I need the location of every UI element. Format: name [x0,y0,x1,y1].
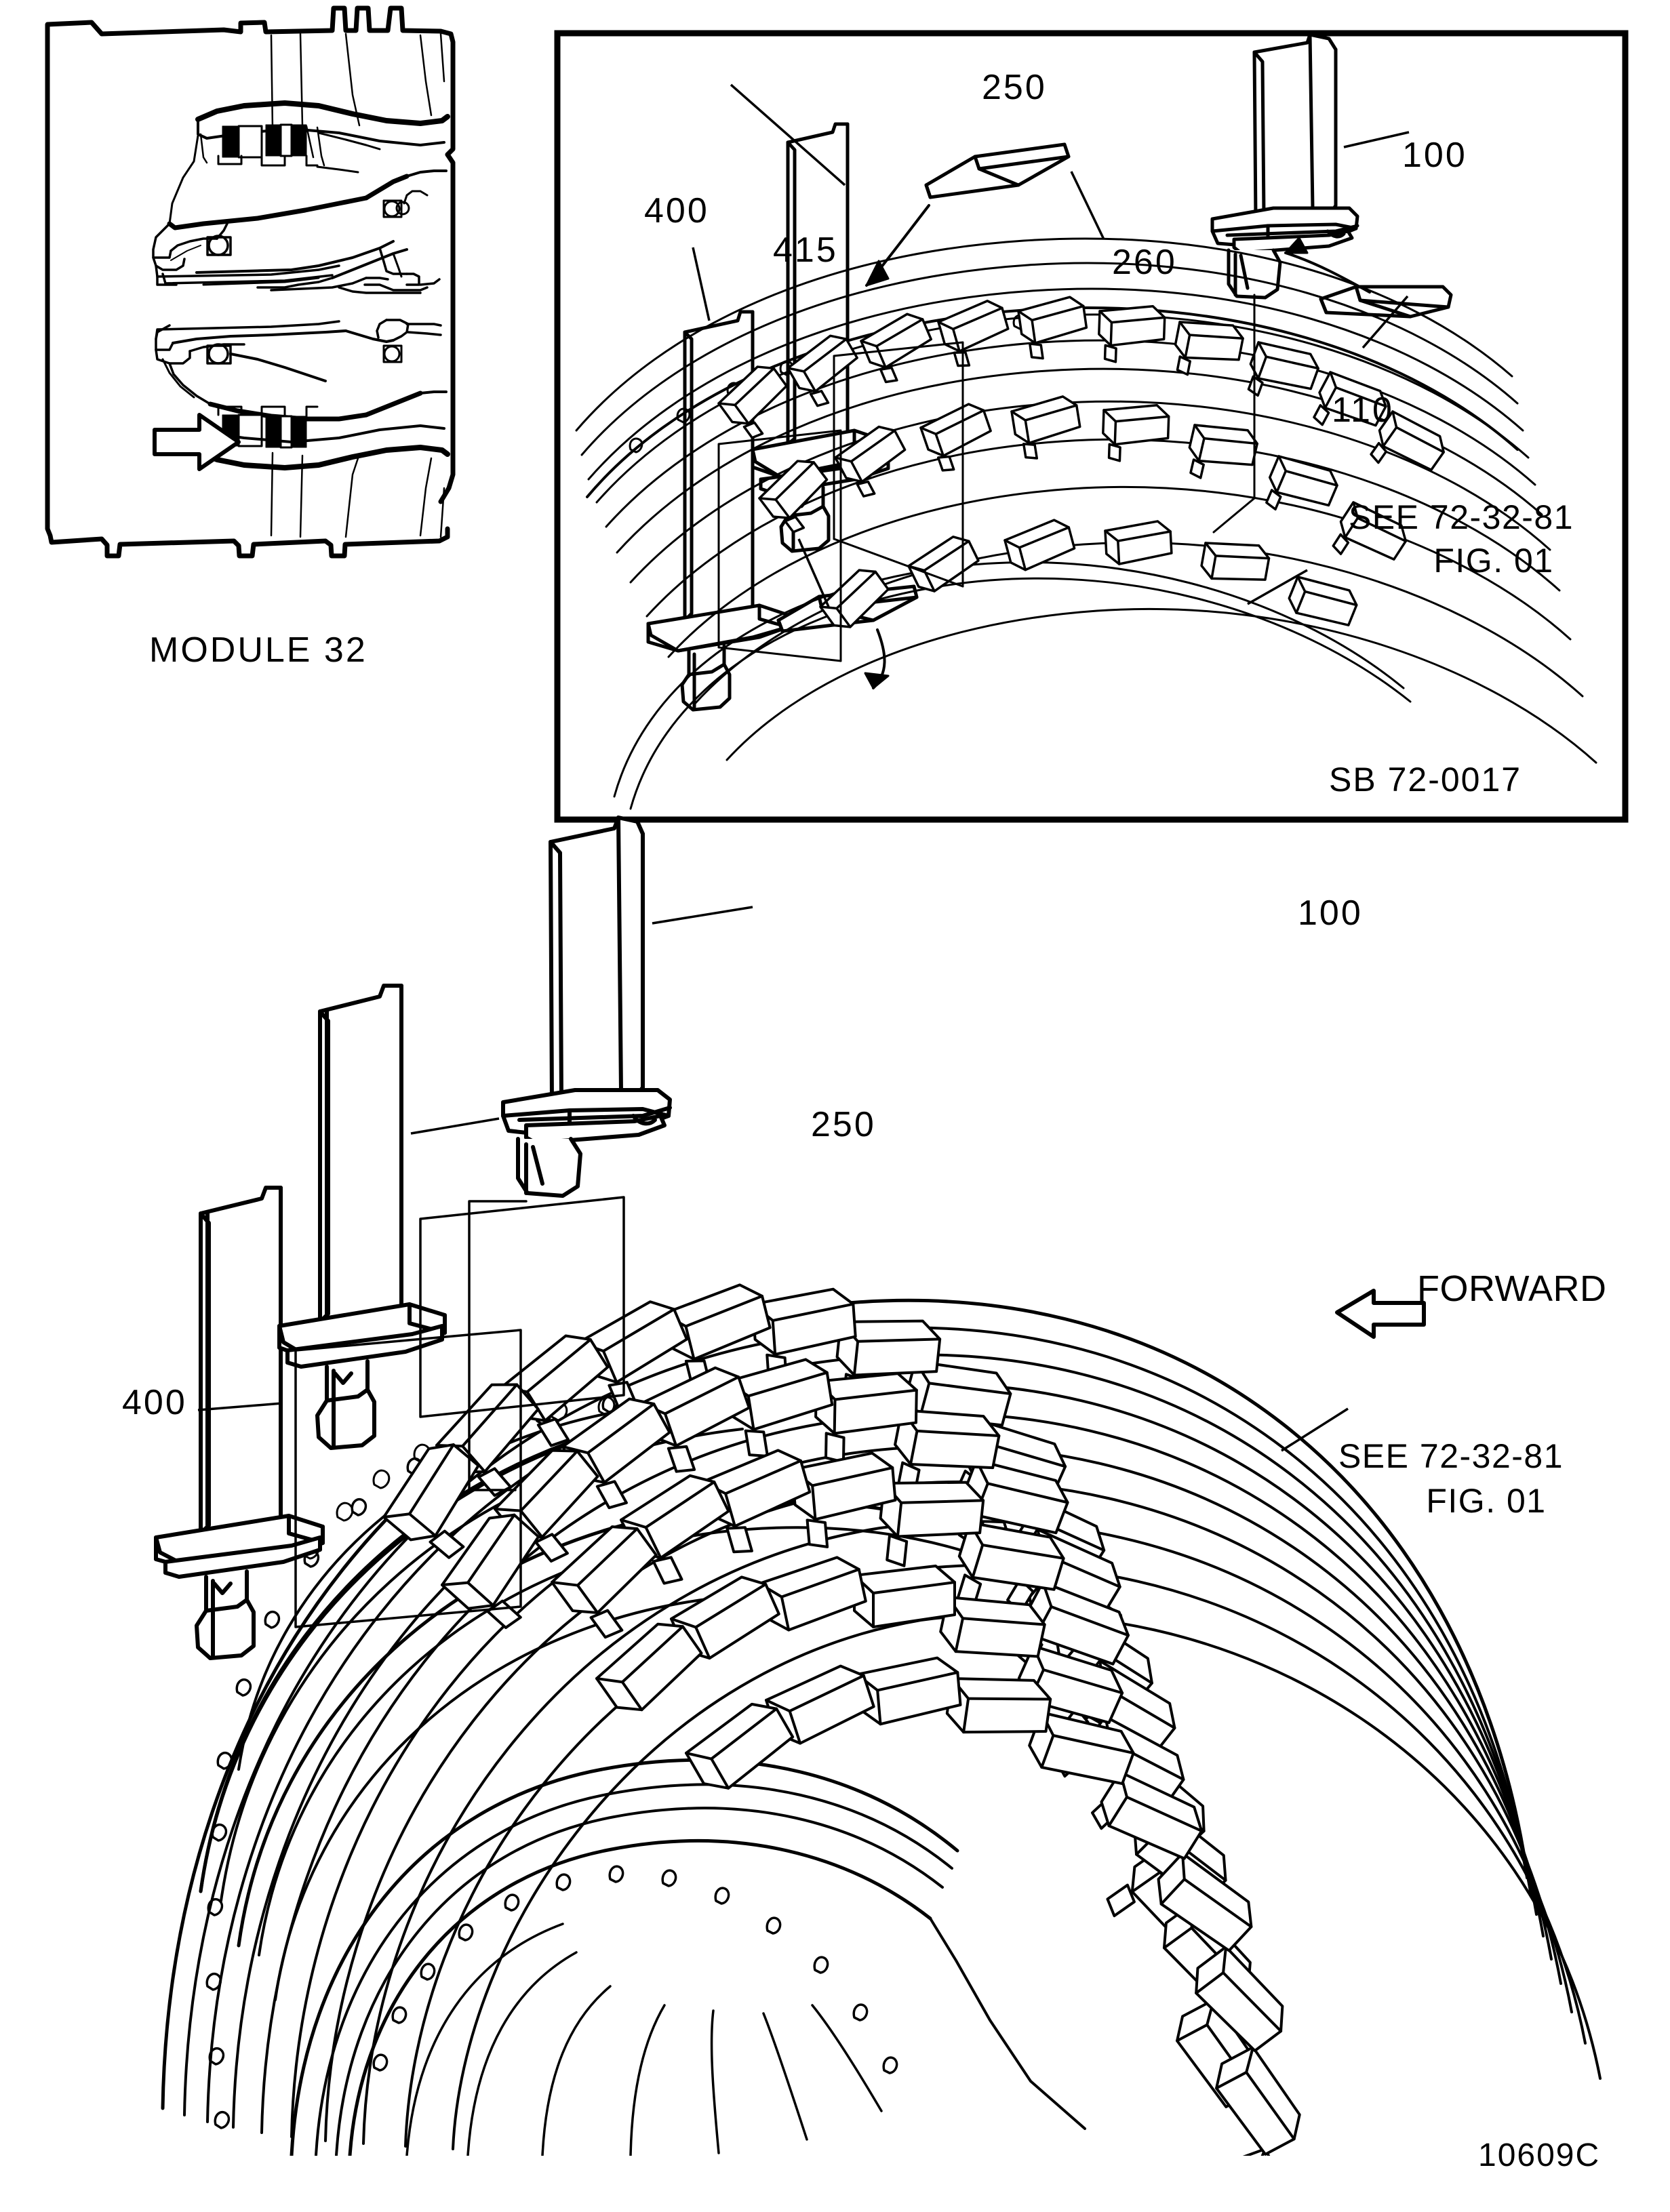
service-bulletin-label: SB 72-0017 [1329,761,1522,799]
callout-400-main: 400 [122,1383,187,1422]
callout-110-panel: 110 [1332,390,1394,430]
blade-100-shape [1210,33,1359,300]
forward-arrow-icon [1335,1289,1426,1339]
blade-250-shape-main [277,984,447,1450]
see-reference-panel: SEE 72-32-81 FIG. 01 [1326,498,1597,580]
main-rotor-drawing [154,816,1602,2156]
callout-250-panel: 250 [982,68,1047,107]
callout-leaders-main [197,906,1349,1452]
lock-plate-110-shape [1319,285,1453,319]
detail-panel [549,24,1634,830]
callout-100-panel: 100 [1402,136,1467,175]
callout-100-main: 100 [1298,893,1363,933]
callout-400-panel: 400 [644,191,709,230]
see-ref-leader-panel [1247,569,1308,605]
blade-install-guide-lines [294,1196,625,1628]
blade-100-shape-main [501,816,672,1198]
callout-415-panel: 415 [773,230,838,270]
figure-code: 10609C [1478,2137,1601,2173]
see-reference-main-line2: FIG. 01 [1426,1481,1547,1520]
disk-rim-blade-slots [382,1283,1304,2156]
callout-260-panel: 260 [1112,243,1177,282]
callout-leaders-panel [692,83,1410,607]
lock-plate-260-shape [924,142,1071,199]
callout-250-main: 250 [811,1105,876,1144]
turbine-disk-rim-detail [575,237,1597,810]
main-rotor-view [68,807,1670,2156]
detail-panel-drawing [554,30,1629,823]
see-reference-panel-line2: FIG. 01 [1433,541,1554,580]
module-32-caption: MODULE 32 [149,630,367,670]
forward-label: FORWARD [1417,1268,1607,1309]
see-reference-main-line1: SEE 72-32-81 [1338,1437,1564,1475]
module-32-cross-section-view [0,0,536,678]
detail-panel-border [554,30,1629,823]
disk-blade-slots [717,296,1445,628]
clipped-caption-remnant: - — - - - - - . . [536,2198,798,2212]
module-32-drawing [45,5,456,559]
see-reference-main: SEE 72-32-81 FIG. 01 [1288,1437,1614,1520]
see-reference-panel-line1: SEE 72-32-81 [1348,498,1574,536]
blade-400-shape-main [154,1186,325,1660]
